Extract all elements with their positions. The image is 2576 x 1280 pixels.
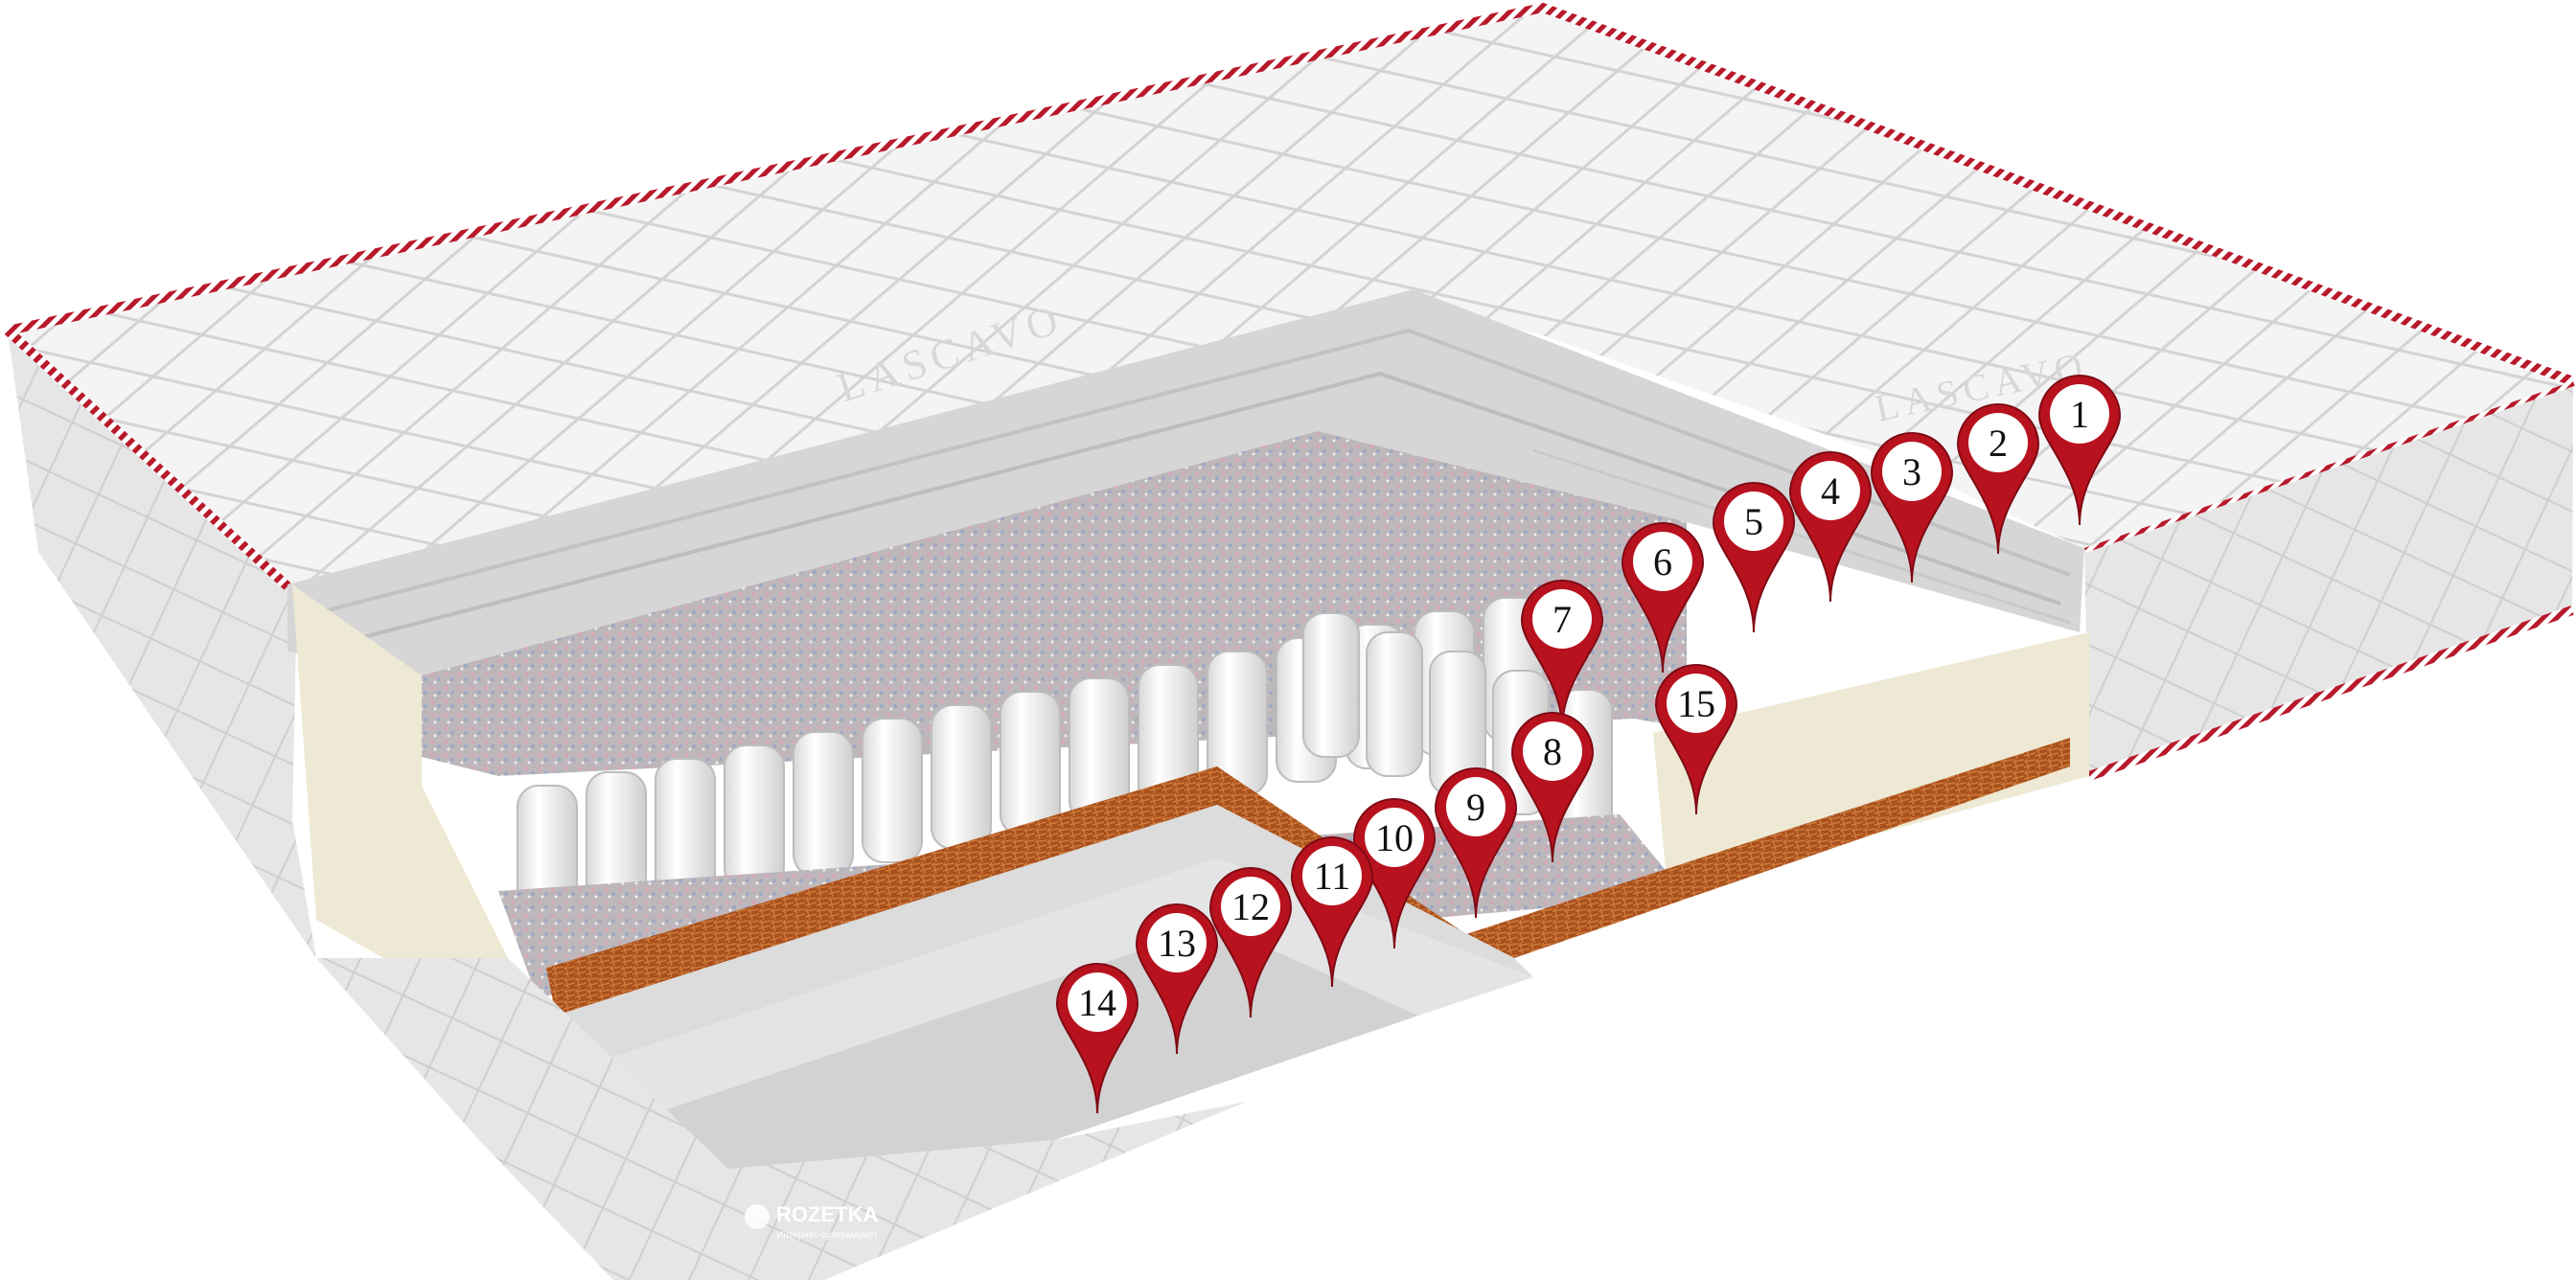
marker-4: 4 [1789, 451, 1872, 603]
latex-block-right [1653, 632, 2089, 891]
spring-pocket [1000, 691, 1061, 836]
marker-10: 10 [1353, 798, 1436, 949]
latex-block-left [292, 584, 508, 958]
marker-6: 6 [1622, 522, 1704, 674]
marker-label: 8 [1543, 730, 1562, 773]
mattress-side-right [2084, 381, 2573, 776]
marker-label: 7 [1552, 598, 1572, 641]
marker-label: 3 [1902, 450, 1921, 493]
mattress-side-left [8, 331, 316, 958]
spring-pocket [1302, 612, 1360, 758]
marker-15: 15 [1655, 664, 1737, 815]
marker-label: 9 [1466, 786, 1485, 829]
rozetka-watermark: ROZETKA Интернет-супермаркет [745, 1202, 878, 1241]
marker-label: 1 [2070, 393, 2089, 436]
marker-label: 5 [1744, 500, 1763, 543]
spring-pocket [1366, 631, 1423, 777]
marker-8: 8 [1511, 712, 1594, 863]
marker-14: 14 [1056, 963, 1138, 1114]
spring-pocket [862, 718, 923, 863]
marker-13: 13 [1136, 903, 1218, 1055]
marker-label: 12 [1231, 885, 1270, 928]
marker-5: 5 [1713, 482, 1795, 633]
marker-3: 3 [1871, 432, 1953, 583]
marker-label: 15 [1677, 682, 1715, 725]
watermark-tagline: Интернет-супермаркет [776, 1230, 878, 1241]
spring-pocket [793, 731, 854, 877]
spring-pocket [724, 744, 785, 890]
marker-label: 10 [1375, 816, 1414, 859]
marker-12: 12 [1209, 867, 1292, 1018]
marker-7: 7 [1521, 580, 1603, 731]
marker-label: 2 [1989, 422, 2008, 465]
bottom-foam-layers [556, 805, 1533, 1063]
mattress-bottom-cover [316, 958, 1246, 1280]
marker-11: 11 [1291, 836, 1373, 988]
marker-1: 1 [2038, 375, 2121, 526]
marker-9: 9 [1435, 767, 1517, 919]
marker-label: 13 [1158, 922, 1196, 965]
top-comfort-layers [288, 289, 2084, 675]
watermark-name: ROZETKA [776, 1202, 878, 1226]
coconut-coir-layer [546, 738, 2070, 1016]
marker-2: 2 [1957, 403, 2039, 555]
piping-top [6, 2, 2575, 386]
rozetka-logo-icon [745, 1204, 770, 1229]
spring-pocket [931, 704, 992, 850]
marker-label: 14 [1078, 981, 1116, 1024]
marker-label: 11 [1314, 855, 1351, 898]
marker-label: 4 [1821, 469, 1840, 513]
marker-label: 6 [1653, 540, 1672, 583]
